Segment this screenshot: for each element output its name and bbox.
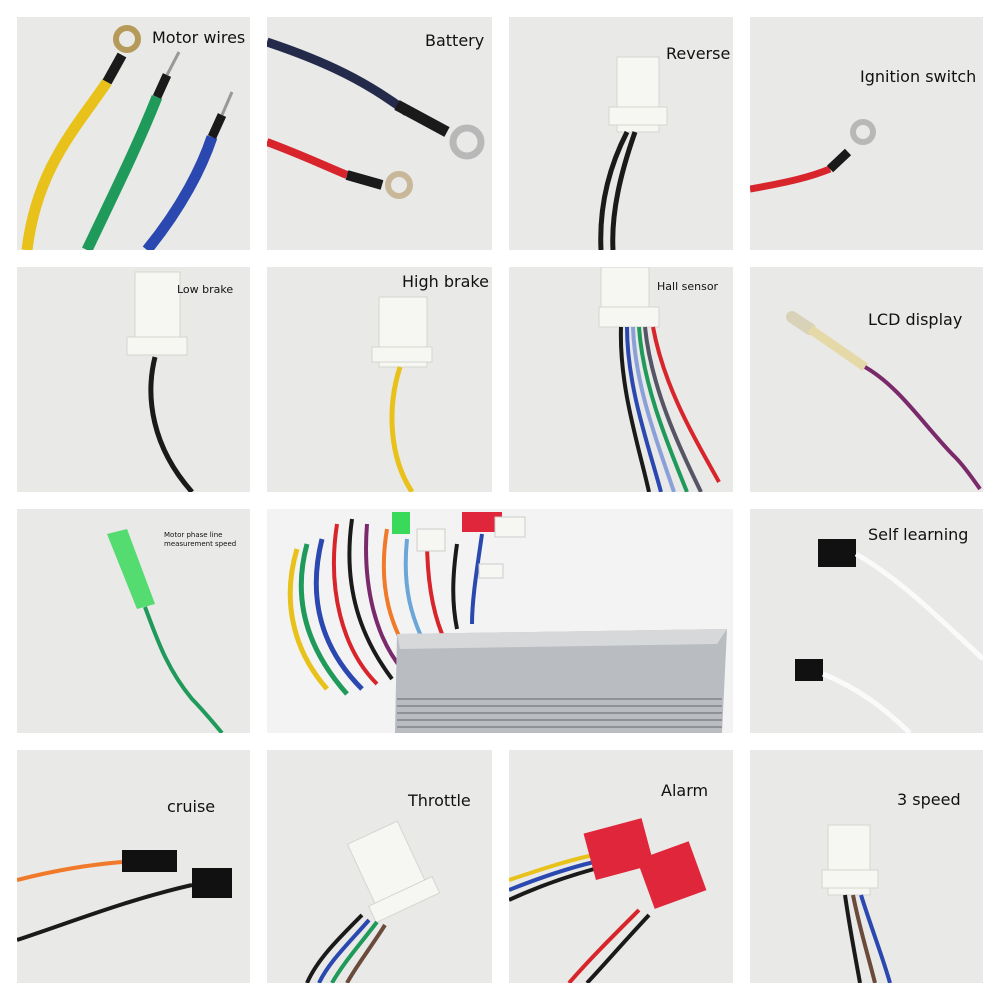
three-speed-image <box>821 824 892 983</box>
ignition-switch-image <box>750 119 876 193</box>
photo-three-speed: 3 speed <box>750 750 983 983</box>
reverse-image <box>598 56 668 250</box>
cruise-image <box>17 850 232 942</box>
label-battery: Battery <box>425 31 485 50</box>
label-alarm: Alarm <box>661 781 709 800</box>
label-throttle: Throttle <box>408 791 471 810</box>
photo-alarm: Alarm <box>509 750 733 983</box>
battery-image <box>267 37 485 199</box>
controller-image <box>287 512 727 733</box>
label-high-brake: High brake <box>402 272 489 291</box>
label-hall-sensor: Hall sensor <box>657 280 719 293</box>
label-three-speed: 3 speed <box>897 790 961 809</box>
photo-ignition-switch: Ignition switch <box>750 17 983 250</box>
motor-phase-line-image <box>107 529 224 733</box>
throttle-image <box>305 820 441 983</box>
photo-low-brake: Low brake <box>17 267 250 492</box>
photo-motor-wires: Motor wires <box>17 17 250 250</box>
photo-throttle: Throttle <box>267 750 492 983</box>
photo-lcd-display: LCD display <box>750 267 983 492</box>
low-brake-image <box>126 271 194 492</box>
label-self-learning: Self learning <box>868 525 969 544</box>
label-lcd-display: LCD display <box>868 310 963 329</box>
self-learning-image <box>795 539 983 733</box>
photo-hall-sensor: Hall sensor <box>509 267 733 492</box>
high-brake-image <box>371 296 433 492</box>
label-cruise: cruise <box>167 797 216 816</box>
label-ignition-switch: Ignition switch <box>860 67 977 86</box>
photo-motor-phase-line: Motor phase line measurement speed <box>17 509 250 733</box>
hall-sensor-image <box>598 267 721 492</box>
photo-controller <box>267 509 733 733</box>
photo-self-learning: Self learning <box>750 509 983 733</box>
label-motor-wires: Motor wires <box>152 28 246 47</box>
photo-battery: Battery <box>267 17 492 250</box>
label-low-brake: Low brake <box>177 283 234 296</box>
label-motor-phase-line: Motor phase line measurement speed <box>164 531 237 548</box>
photo-high-brake: High brake <box>267 267 492 492</box>
alarm-image <box>509 818 707 983</box>
lcd-display-image <box>786 311 982 491</box>
motor-wires-image <box>21 25 234 250</box>
label-reverse: Reverse <box>666 44 731 63</box>
photo-cruise: cruise <box>17 750 250 983</box>
photo-reverse: Reverse <box>509 17 733 250</box>
